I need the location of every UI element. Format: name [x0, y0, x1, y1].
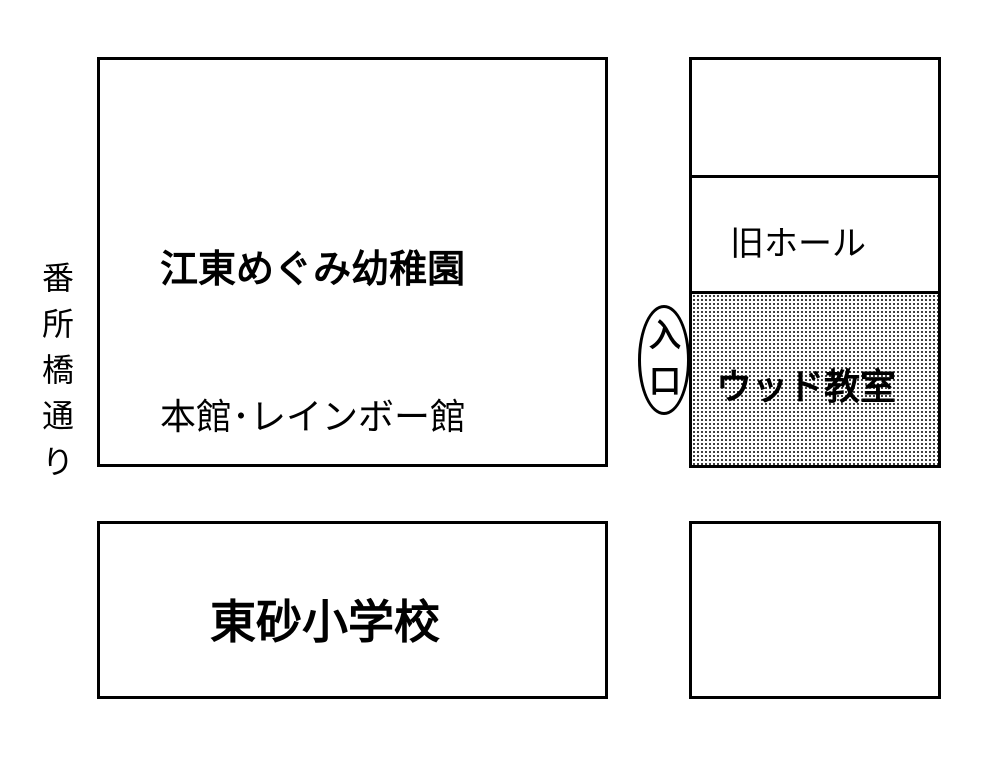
street-char: り: [41, 443, 74, 481]
entrance-label: 入 口: [649, 312, 681, 404]
wood-classroom-label: ウッド教室: [716, 367, 897, 408]
bottom-right-building: [689, 521, 941, 699]
kindergarten-name: 江東めぐみ幼稚園: [160, 247, 466, 291]
school-name: 東砂小学校: [210, 595, 440, 649]
old-hall-building: 旧ホール: [689, 175, 941, 295]
street-label: 番 所 橋 通 り: [38, 255, 78, 485]
entrance-char: 入: [649, 316, 682, 354]
old-hall-label: 旧ホール: [730, 224, 866, 264]
street-char: 番: [41, 259, 74, 297]
top-right-building: [689, 57, 941, 178]
street-char: 所: [41, 305, 74, 343]
entrance-char: 口: [649, 362, 682, 400]
street-char: 橋: [41, 351, 74, 389]
kindergarten-building: 江東めぐみ幼稚園 本館･レインボー館: [97, 57, 608, 467]
wood-classroom-building: ウッド教室: [689, 291, 941, 468]
kindergarten-buildings: 本館･レインボー館: [160, 397, 467, 438]
school-building: 東砂小学校: [97, 521, 608, 699]
street-char: 通: [41, 397, 74, 435]
entrance-marker: [638, 305, 690, 415]
